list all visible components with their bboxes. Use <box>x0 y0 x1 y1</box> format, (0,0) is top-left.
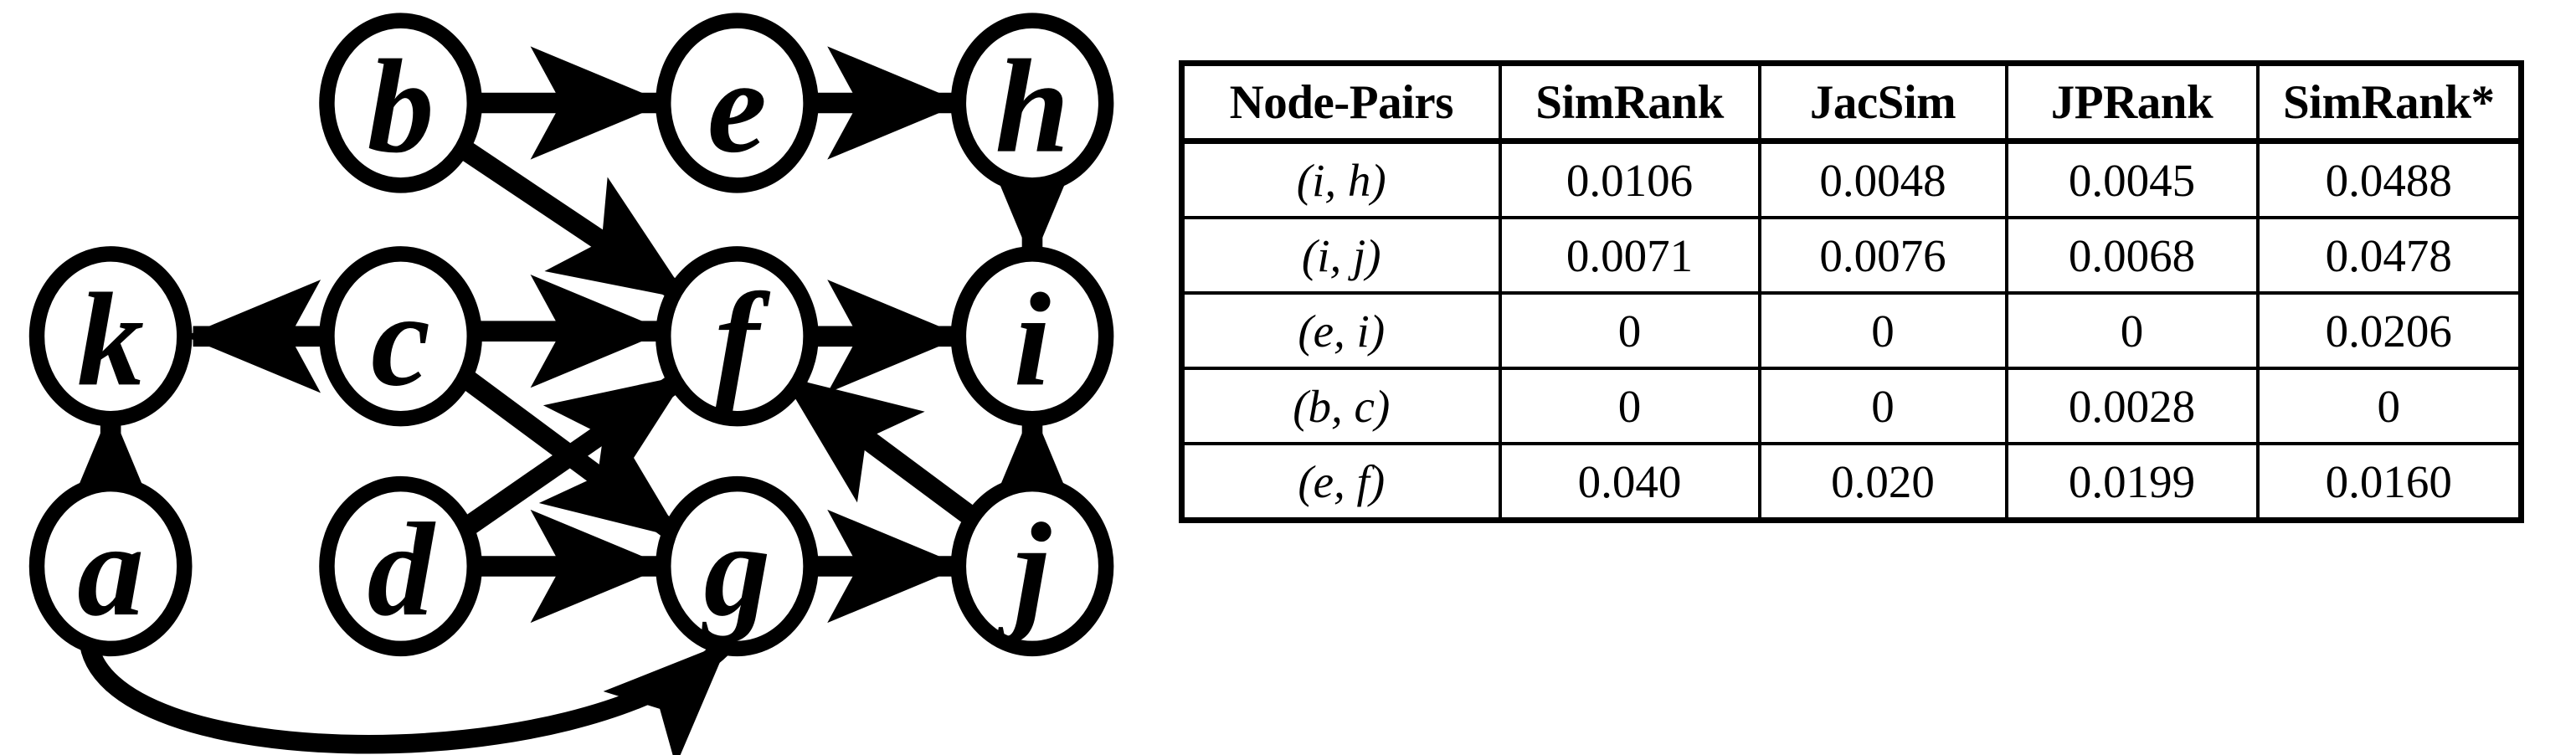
table-row: (e, i) 0 0 0 0.0206 <box>1180 291 2523 370</box>
node-e[interactable]: e <box>656 13 819 193</box>
graph-panel: b e h k c <box>0 0 1172 755</box>
cell-simrank: 0.0071 <box>1498 216 1761 295</box>
cell-simrank-star: 0.0488 <box>2255 139 2523 219</box>
column-header-simrank-star: SimRank* <box>2255 61 2523 144</box>
node-g-shape <box>656 475 819 657</box>
edge-j-f <box>782 372 982 529</box>
cell-simrank: 0 <box>1498 291 1761 370</box>
edge-b-f <box>453 137 689 304</box>
node-b-shape <box>319 13 482 193</box>
cell-jprank: 0 <box>2004 291 2260 370</box>
node-i[interactable]: i <box>950 246 1114 427</box>
node-j-shape <box>950 475 1114 657</box>
cell-node-pair: (b, c) <box>1180 367 1502 445</box>
cell-jacsim: 0.020 <box>1757 442 2008 522</box>
node-g[interactable]: g <box>656 475 819 657</box>
node-k-shape <box>28 246 193 427</box>
cell-jacsim: 0.0048 <box>1757 139 2008 219</box>
column-header-node-pairs: Node-Pairs <box>1180 61 1502 144</box>
cell-simrank: 0.0106 <box>1498 139 1761 219</box>
node-i-label: i <box>1014 265 1051 413</box>
cell-jprank: 0.0068 <box>2004 216 2260 295</box>
table-header-row: Node-Pairs SimRank JacSim JPRank SimRank… <box>1180 61 2523 144</box>
cell-node-pair: (e, i) <box>1180 291 1502 370</box>
node-a-shape <box>28 475 193 657</box>
cell-simrank-star: 0.0478 <box>2255 216 2523 295</box>
cell-jacsim: 0.0076 <box>1757 216 2008 295</box>
similarity-table-panel: Node-Pairs SimRank JacSim JPRank SimRank… <box>1179 60 2535 523</box>
cell-simrank-star: 0.0206 <box>2255 291 2523 370</box>
cell-jprank: 0.0045 <box>2004 139 2260 219</box>
node-k-label: k <box>77 265 144 413</box>
node-h-shape <box>950 13 1114 193</box>
node-j[interactable]: j <box>950 475 1114 657</box>
edge-a-g-curved <box>79 637 730 755</box>
column-header-jacsim: JacSim <box>1757 61 2008 144</box>
cell-simrank-star: 0 <box>2255 367 2523 445</box>
cell-simrank: 0 <box>1498 367 1761 445</box>
column-header-jprank: JPRank <box>2004 61 2260 144</box>
node-f[interactable]: f <box>656 246 819 427</box>
cell-simrank-star: 0.0160 <box>2255 442 2523 522</box>
table-row: (e, f) 0.040 0.020 0.0199 0.0160 <box>1180 442 2523 522</box>
node-b-label: b <box>368 33 434 181</box>
node-a[interactable]: a <box>28 475 193 657</box>
cell-jprank: 0.0028 <box>2004 367 2260 445</box>
node-b[interactable]: b <box>319 13 482 193</box>
edge-d-f <box>456 370 687 539</box>
node-c[interactable]: c <box>319 246 482 427</box>
node-c-shape <box>319 246 482 427</box>
node-a-label: a <box>77 496 144 644</box>
nodes-layer: b e h k c <box>28 13 1114 657</box>
node-i-shape <box>950 246 1114 427</box>
edges-layer <box>54 46 1089 755</box>
directed-graph-svg: b e h k c <box>28 13 1114 755</box>
node-h[interactable]: h <box>950 13 1114 193</box>
cell-node-pair: (e, f) <box>1180 442 1502 522</box>
node-d-shape <box>319 475 482 657</box>
node-g-label: g <box>701 496 770 644</box>
similarity-table: Node-Pairs SimRank JacSim JPRank SimRank… <box>1179 60 2524 523</box>
cell-jprank: 0.0199 <box>2004 442 2260 522</box>
cell-jacsim: 0 <box>1757 367 2008 445</box>
node-k[interactable]: k <box>28 246 193 427</box>
table-row: (i, h) 0.0106 0.0048 0.0045 0.0488 <box>1180 139 2523 219</box>
node-e-shape <box>656 13 819 193</box>
node-e-label: e <box>707 33 767 181</box>
node-c-label: c <box>371 265 430 413</box>
column-header-simrank: SimRank <box>1498 61 1761 144</box>
node-h-label: h <box>995 33 1070 181</box>
cell-node-pair: (i, j) <box>1180 216 1502 295</box>
table-row: (b, c) 0 0 0.0028 0 <box>1180 367 2523 445</box>
cell-simrank: 0.040 <box>1498 442 1761 522</box>
node-d[interactable]: d <box>319 475 482 657</box>
cell-jacsim: 0 <box>1757 291 2008 370</box>
cell-node-pair: (i, h) <box>1180 139 1502 219</box>
node-f-shape <box>656 246 819 427</box>
table-row: (i, j) 0.0071 0.0076 0.0068 0.0478 <box>1180 216 2523 295</box>
node-d-label: d <box>368 496 436 644</box>
